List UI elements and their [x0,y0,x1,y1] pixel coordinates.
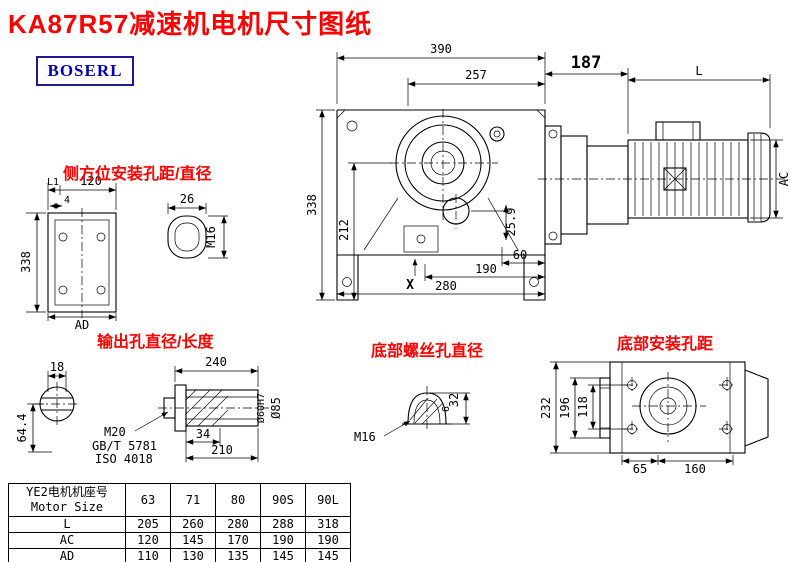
dim-60: 60 [513,248,527,262]
label-output-hole: 输出孔直径/长度 [97,334,214,351]
row-label: L [8,516,126,533]
dim-65: 65 [633,462,647,476]
table-header-row: YE2电机机座号 Motor Size 63 71 80 90S 90L [8,483,351,517]
dim-od-85: Ø85 [269,397,283,419]
brand-logo-text: BOSERL [47,61,123,80]
dim-64-4: 64.4 [15,414,29,443]
table-row-L: L 205 260 280 288 318 [8,516,351,533]
dim-X: X [406,278,414,293]
cell: 260 [170,516,216,533]
dim-390: 390 [430,42,452,56]
bottom-screw-view: 32 6 M16 [354,386,470,444]
bottom-mount-view: 232 196 118 65 160 [539,361,769,476]
dim-32: 32 [447,393,461,407]
cell: 288 [260,516,306,533]
dim-120: 120 [80,174,102,188]
dim-280: 280 [435,279,457,293]
dim-190: 190 [475,262,497,276]
dim-338-side: 338 [19,251,33,273]
dim-AC: AC [777,172,791,186]
label-M20: M20 [104,425,126,439]
side-mount-view: L1 120 4 338 AD 26 M16 [19,174,228,332]
cell: 280 [215,516,261,533]
dim-L1: L1 [47,177,59,188]
dim-212: 212 [337,219,351,241]
cell: 318 [305,516,351,533]
dim-AD: AD [75,318,89,332]
label-GB-standard: GB/T 5781 [92,439,157,453]
cell: 190 [260,532,306,549]
table-header-motor-size: YE2电机机座号 Motor Size [8,483,126,517]
dim-18: 18 [50,360,64,374]
dim-187: 187 [571,53,602,73]
cell: 145 [260,548,306,562]
dim-196: 196 [558,397,572,419]
cell: 120 [125,532,171,549]
cell: 190 [305,532,351,549]
table-header-en: Motor Size [30,500,104,514]
row-label: AD [8,548,126,562]
dim-6: 6 [441,406,452,412]
table-row-AD: AD 110 130 135 145 145 [8,548,351,562]
dim-257: 257 [465,68,487,82]
label-side-mount: 侧方位安装孔距/直径 [63,166,212,183]
size-col-90S: 90S [260,483,306,517]
dim-4: 4 [64,195,70,206]
dim-160: 160 [684,462,706,476]
cell: 135 [215,548,261,562]
motor-size-table: YE2电机机座号 Motor Size 63 71 80 90S 90L L 2… [8,483,351,562]
motor-side-view [538,121,788,245]
dim-25-9: 25.9 [504,208,518,237]
dim-34: 34 [196,427,210,441]
dim-L: L [695,64,702,78]
size-col-63: 63 [125,483,171,517]
cell: 130 [170,548,216,562]
size-col-71: 71 [170,483,216,517]
size-col-80: 80 [215,483,261,517]
gearbox-front-view [336,109,546,301]
dim-M16-side: M16 [204,226,218,248]
label-M16-bottom: M16 [354,430,376,444]
table-row-AC: AC 120 145 170 190 190 [8,532,351,549]
dim-232: 232 [539,397,553,419]
dim-bore-60H7: Ø60H7 [255,393,267,423]
cell: 110 [125,548,171,562]
dim-118: 118 [576,396,590,418]
size-col-90L: 90L [305,483,351,517]
dim-338-main: 338 [305,194,319,216]
label-bottom-mount: 底部安装孔距 [617,336,714,353]
row-label: AC [8,532,126,549]
dim-240: 240 [205,355,227,369]
label-bottom-screw: 底部螺丝孔直径 [371,343,484,360]
output-hole-view: 18 64.4 240 34 210 M20 GB/T 5781 ISO 401… [15,355,283,466]
cell: 170 [215,532,261,549]
dim-210: 210 [211,443,233,457]
cell: 205 [125,516,171,533]
table-header-cn: YE2电机机座号 [26,485,108,499]
dim-26: 26 [180,192,194,206]
cell: 145 [170,532,216,549]
brand-logo: BOSERL [36,56,134,86]
page-title: KA87R57减速机电机尺寸图纸 [8,9,373,39]
main-view-dimensions: 390 257 187 L AC 338 212 25.9 60 190 280 [305,42,791,301]
label-ISO-standard: ISO 4018 [95,452,153,466]
cell: 145 [305,548,351,562]
